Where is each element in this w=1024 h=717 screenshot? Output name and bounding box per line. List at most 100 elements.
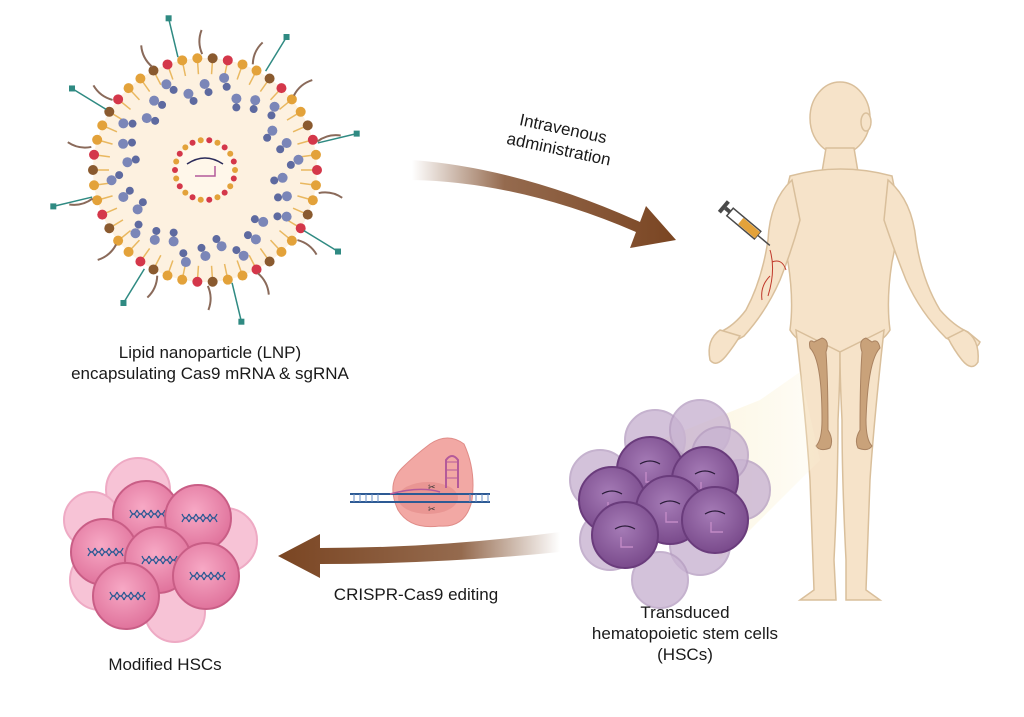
peg-chain [293,79,313,96]
lipid-head [92,195,103,206]
lipid-head [276,83,287,94]
hsc-caption-line2: hematopoietic stem cells [591,624,779,643]
inner-lipid [221,144,228,151]
ionizable-lipid [250,95,261,106]
ionizable-lipid [250,215,259,224]
crispr-editing-arrow [278,532,560,578]
lipid-head [97,209,108,220]
inner-lipid [232,167,238,173]
dna-icon [202,517,211,523]
dna-icon [162,559,171,565]
lipid-head [222,274,233,285]
dna-icon [181,517,190,523]
ionizable-lipid [238,250,249,261]
dna-icon [195,517,204,523]
inner-lipid [230,158,237,165]
ionizable-lipid [125,186,134,195]
ionizable-lipid [130,228,141,239]
inner-lipid [182,189,189,196]
ionizable-lipid [169,228,178,237]
lipid-head [286,94,297,105]
hsc-cell [681,486,749,554]
targeting-ligand [53,196,93,208]
targeting-ligand [122,268,146,304]
peg-chain [318,191,343,199]
lipid-head [92,134,103,145]
ionizable-lipid [270,176,279,185]
dna-icon [129,513,138,519]
ionizable-lipid [243,231,252,240]
inner-lipid [214,194,221,201]
lipid-head [148,264,159,275]
ionizable-lipid [232,103,241,112]
lipid-head [295,223,306,234]
lipid-head [113,235,124,246]
ionizable-lipid [128,119,137,128]
lipid-head [286,235,297,246]
targeting-ligand [71,87,107,111]
lipid-head [123,246,134,257]
lipid-head [177,55,188,66]
lipid-head [123,83,134,94]
lipid-head [264,73,275,84]
peg-chain [97,244,117,261]
ionizable-lipid [149,234,160,245]
lipid-head [310,149,321,160]
lipid-head [135,73,146,84]
ionizable-lipid [106,175,117,186]
hsc-caption-line3: (HSCs) [657,645,713,664]
ionizable-lipid [131,155,140,164]
lnp-inner-core [175,140,235,200]
ionizable-lipid [267,111,276,120]
lipid-head [113,94,124,105]
inner-lipid [197,196,204,203]
cell-mrna [639,460,661,465]
ionizable-lipid [151,116,160,125]
ionizable-lipid [281,211,292,222]
cell-sgrna [620,537,633,548]
ionizable-lipid [269,101,280,112]
ionizable-lipid [258,216,269,227]
dna-icon [188,517,197,523]
ionizable-lipid [132,204,143,215]
targeting-ligand [317,132,357,144]
inner-lipid [172,167,178,173]
dna-icon [150,513,159,519]
dna-icon [136,513,145,519]
ionizable-lipid [231,93,242,104]
inner-lipid [189,139,196,146]
inner-lipid [182,144,189,151]
peg-chain [297,239,318,256]
inner-lipid [214,139,221,146]
dna-icon [101,551,110,557]
peg-chain [146,275,159,299]
ionizable-lipid [249,105,258,114]
inner-lipid [176,150,183,157]
lipid-head [251,264,262,275]
targeting-ligand-head [50,203,57,210]
dna-icon [155,559,164,565]
lipid-head [295,106,306,117]
peg-chain [67,141,92,149]
ionizable-lipid [149,95,160,106]
dna-icon [115,551,124,557]
dna-icon [137,595,146,601]
cell-mrna [704,510,726,515]
targeting-ligand [303,229,339,253]
ionizable-lipid [127,138,136,147]
inner-lipid [221,189,228,196]
inner-lipid [206,137,213,144]
transduced-hsc-cluster [569,399,771,609]
ionizable-lipid [293,154,304,165]
lipid-head [310,180,321,191]
lipid-head [302,209,313,220]
lipid-head [89,180,100,191]
modified-caption: Modified HSCs [70,654,260,675]
ionizable-lipid [286,160,295,169]
ionizable-lipid [158,100,167,109]
inner-lipid [176,183,183,190]
inner-lipid [227,150,234,157]
targeting-ligand-head [165,15,172,22]
ionizable-lipid [134,220,143,229]
